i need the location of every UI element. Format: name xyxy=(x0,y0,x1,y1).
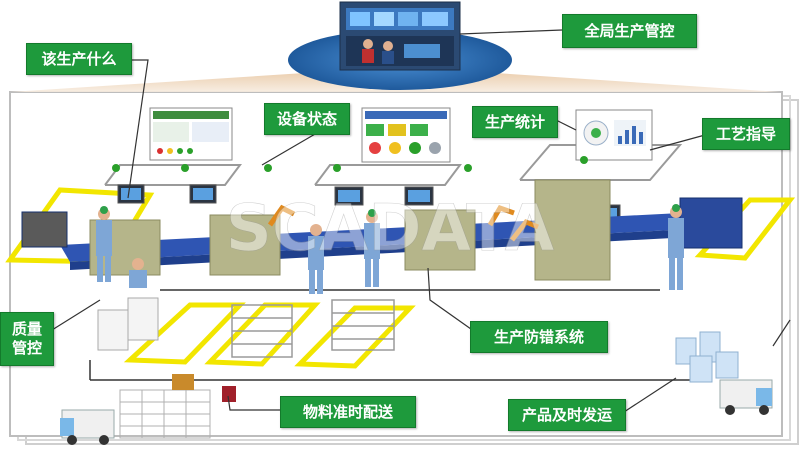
signal-light-icon xyxy=(112,156,588,172)
dashboard-screen-demand xyxy=(149,107,233,161)
machines xyxy=(89,179,611,281)
label-process-guide: 工艺指导 xyxy=(702,118,790,150)
label-global-control: 全局生产管控 xyxy=(562,14,697,48)
worker-figure xyxy=(96,204,684,294)
box-stack xyxy=(97,297,159,351)
dashboard-screen-statistics xyxy=(575,109,653,161)
label-product-shipping: 产品及时发运 xyxy=(508,399,626,431)
label-equipment-status: 设备状态 xyxy=(264,103,350,135)
watermark: SCADATA xyxy=(226,192,555,266)
leader-lines xyxy=(51,29,791,413)
label-quality-control: 质量 管控 xyxy=(0,312,54,366)
warehouse-buildings-icon xyxy=(675,331,739,383)
dashboard-screen-equipment xyxy=(361,107,451,163)
racks xyxy=(21,197,743,249)
label-error-proofing: 生产防错系统 xyxy=(470,321,608,353)
forklift-truck-icon xyxy=(60,379,773,445)
cart-icon xyxy=(231,299,395,358)
storage-grid xyxy=(119,389,211,439)
label-what-to-produce: 该生产什么 xyxy=(26,43,132,75)
pallet xyxy=(172,374,236,402)
label-production-stats: 生产统计 xyxy=(472,106,558,138)
label-material-delivery: 物料准时配送 xyxy=(280,396,416,428)
robot-arm xyxy=(267,204,539,242)
control-room-photo xyxy=(339,1,461,71)
